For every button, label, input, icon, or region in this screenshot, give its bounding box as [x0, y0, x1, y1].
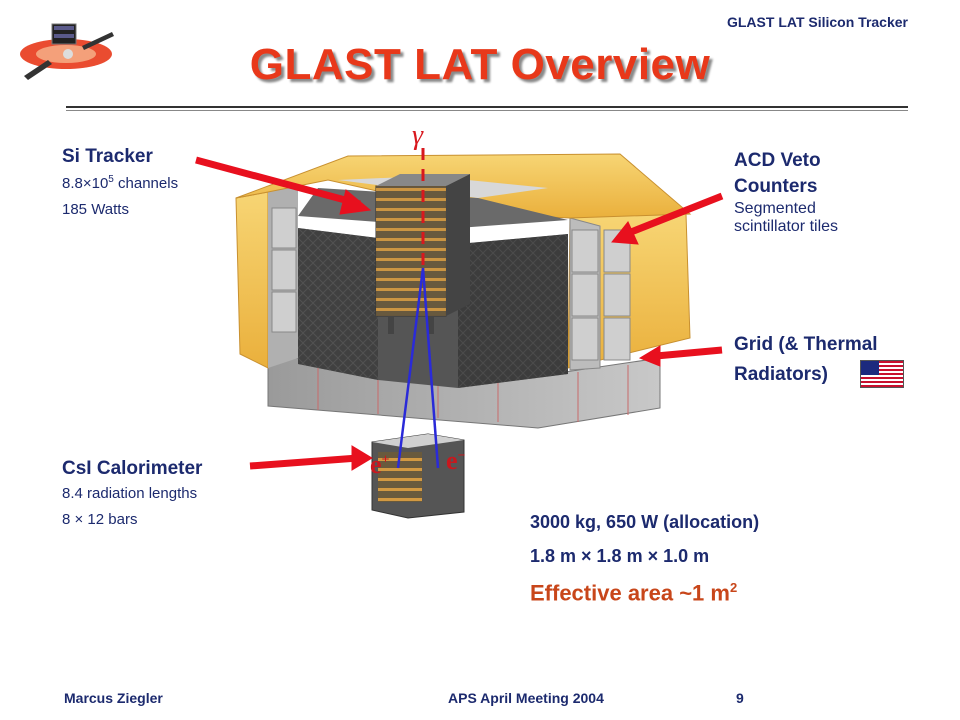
- spec-effective-area: Effective area ~1 m2: [530, 580, 738, 606]
- arrow-calorimeter: [249, 445, 373, 471]
- spec-mass-power: 3000 kg, 650 W (allocation): [530, 512, 760, 532]
- title-rule: [66, 106, 908, 108]
- calorimeter-line-2: 8 × 12 bars: [62, 511, 138, 528]
- gamma-symbol: γ: [412, 120, 424, 151]
- calorimeter-heading: CsI Calorimeter: [62, 458, 203, 479]
- acd-label: ACD Veto Counters Segmented scintillator…: [734, 148, 838, 236]
- footer-page-number: 9: [736, 690, 744, 706]
- grid-heading-1: Grid (& Thermal: [734, 334, 878, 355]
- calorimeter-label: CsI Calorimeter 8.4 radiation lengths 8 …: [62, 456, 202, 530]
- footer-meeting: APS April Meeting 2004: [448, 690, 604, 706]
- tracker-label: Si Tracker 8.8×105 channels 185 Watts: [62, 144, 178, 220]
- grid-heading-2: Radiators): [734, 364, 828, 385]
- acd-heading-2: Counters: [734, 176, 818, 197]
- positron-symbol: e+: [370, 450, 390, 479]
- page-title: GLAST LAT Overview: [249, 40, 711, 89]
- electron-symbol: e−: [446, 446, 466, 475]
- arrow-tracker: [195, 156, 372, 215]
- grid-label: Grid (& Thermal Radiators): [734, 330, 878, 390]
- tracker-heading: Si Tracker: [62, 146, 153, 167]
- acd-line-1: Segmented: [734, 200, 816, 217]
- header-label: GLAST LAT Silicon Tracker: [726, 14, 908, 30]
- calorimeter-line-1: 8.4 radiation lengths: [62, 485, 198, 502]
- acd-line-2: scintillator tiles: [734, 218, 839, 235]
- arrow-acd: [611, 192, 724, 245]
- us-flag-icon: [860, 360, 904, 388]
- lat-detector-illustration: [235, 148, 692, 519]
- title-rule-thin: [66, 110, 908, 111]
- tracker-channels: 8.8×105 channels: [62, 174, 179, 192]
- acd-heading-1: ACD Veto: [734, 150, 821, 171]
- spec-dimensions: 1.8 m × 1.8 m × 1.0 m: [530, 546, 710, 566]
- arrow-grid: [638, 345, 723, 367]
- footer-author: Marcus Ziegler: [64, 690, 163, 706]
- tracker-power: 185 Watts: [62, 201, 129, 218]
- glast-logo-icon: [20, 23, 114, 80]
